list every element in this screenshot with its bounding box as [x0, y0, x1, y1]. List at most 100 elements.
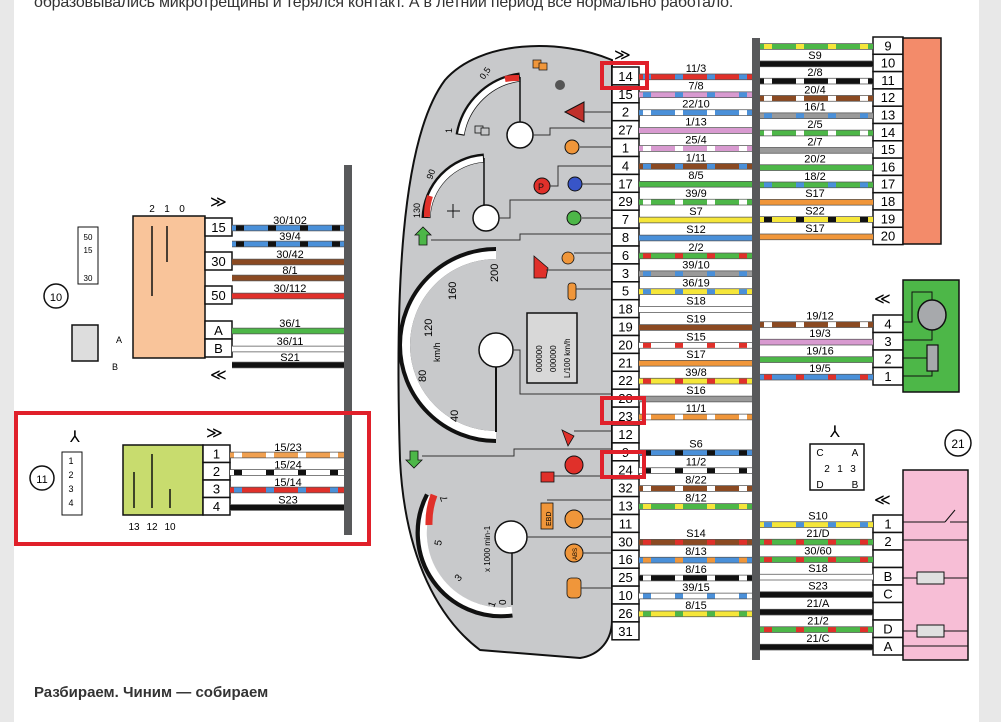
c21-wire-label: 21/A	[807, 598, 830, 610]
c21-wire-label: 21/C	[806, 633, 829, 645]
cluster-wire-label: S15	[686, 331, 706, 343]
switch-id: 11	[36, 474, 47, 486]
cluster-wire-label: 8/16	[685, 564, 706, 576]
cluster-wire-label: 8/12	[685, 492, 706, 504]
cluster-pin-label: 13	[618, 499, 632, 514]
cluster-wire-label: 7/8	[688, 81, 703, 93]
right-wire-label: S17	[805, 188, 825, 200]
speed-tick-label: 40	[449, 410, 461, 422]
brake-warning-icon	[564, 455, 584, 475]
coolant-temp-icon	[447, 204, 460, 218]
ignition-wire-label: 36/1	[279, 318, 300, 330]
switch-wire-label: 15/23	[274, 442, 302, 454]
right-wire-label: S22	[805, 206, 825, 218]
ignition-pin-label: A	[214, 323, 223, 338]
ignition-wire-label: 30/112	[274, 283, 307, 295]
switch-pin-label: 1	[213, 447, 220, 462]
abs-label: ABS	[573, 548, 579, 560]
cluster-pin-label: 21	[618, 355, 632, 370]
turn-left-icon	[414, 226, 432, 246]
plug-pin-label: 1	[837, 464, 843, 475]
cluster-pin-box	[611, 621, 640, 641]
c21-wire-label: 21/2	[807, 616, 828, 628]
tach-tick-label: 3	[453, 572, 465, 584]
ignition-position-label: 1	[164, 204, 170, 215]
cluster-wire-label: 1/11	[686, 152, 707, 164]
switch-id-circle	[29, 465, 55, 491]
cluster-pin-label: 26	[618, 606, 632, 621]
cluster-pin-label: 10	[618, 588, 632, 603]
cluster-pin-label: 15	[618, 87, 632, 102]
temp-tick-label: 130	[412, 203, 422, 218]
cluster-pin-label: 16	[618, 552, 632, 567]
cluster-pin-label: 12	[618, 427, 632, 442]
ignition-plug-pin: 50	[84, 233, 93, 242]
motor-pin-label: 4	[884, 317, 891, 332]
cluster-pin-label: 17	[618, 176, 632, 191]
speed-tick-label: 80	[417, 370, 429, 382]
c21-wire-label: 30/60	[804, 546, 832, 558]
cluster-pin-label: 18	[618, 302, 632, 317]
high-beam-icon	[567, 176, 583, 192]
right-wire-label: S9	[808, 50, 821, 62]
fuse-icon	[916, 624, 945, 638]
highlight-pin-14	[600, 61, 649, 90]
right-pin-label: 13	[881, 108, 895, 123]
tachometer: 0 1 3 5 7 x 1000 min-1	[415, 493, 528, 619]
fuse-icon	[916, 571, 945, 585]
connector-arrow-icon: ⅄	[829, 424, 840, 441]
ignition-wire-label: S21	[280, 352, 300, 364]
ignition-position-label: 2	[149, 204, 155, 215]
c21-pin-label: 2	[884, 534, 891, 549]
c21-pin-label: C	[883, 587, 892, 602]
connector-21: 1S10221/D30/60BS18CS2321/AD21/2A21/C≪21C…	[760, 424, 972, 656]
motor-pin-label: 2	[884, 352, 891, 367]
cluster-pin-label: 27	[618, 123, 632, 138]
cluster-wire-label: S12	[686, 224, 706, 236]
ignition-id: 10	[50, 292, 62, 304]
cluster-pin-label: 5	[622, 284, 629, 299]
motor-wire-label: 19/12	[806, 311, 834, 323]
c21-wire-label: 21/D	[806, 528, 829, 540]
odometer-display: 000000 000000 L/100 km/h	[526, 312, 578, 384]
highlight-pin-23	[600, 396, 646, 425]
switch-position-label: 12	[146, 522, 158, 533]
plug-outline	[809, 443, 865, 491]
right-wire-label: 20/4	[804, 84, 825, 96]
connector-arrow-icon: ≫	[210, 194, 227, 211]
connector-arrow-icon: ≫	[206, 425, 223, 442]
cluster-pin-label: 20	[618, 337, 632, 352]
cluster-pin-label: 6	[622, 248, 629, 263]
switch-plug-pin: 1	[68, 456, 73, 466]
connector-arrow-icon: ≫	[614, 47, 631, 64]
switch-pin-label: 4	[213, 499, 220, 514]
c21-pin-label: 1	[884, 517, 891, 532]
motor-wire-label: 19/3	[809, 328, 830, 340]
cluster-internal-lines	[422, 111, 612, 589]
switch-plug	[61, 451, 83, 516]
ignition-pin-label: B	[214, 341, 223, 356]
speedometer: 200 160 120 80 40 km/h	[398, 247, 514, 443]
c21-pin-label: D	[883, 622, 892, 637]
ignition-wire-label: 30/42	[276, 249, 304, 261]
highlight-light-switch	[14, 411, 371, 546]
right-top-connector: 910S9112/81220/41316/1142/5152/71620/217…	[760, 36, 904, 246]
switch-pin-label: 3	[213, 482, 220, 497]
right-wire-label: S17	[805, 223, 825, 235]
coil-plug	[71, 324, 99, 362]
cluster-pin-label: 19	[618, 320, 632, 335]
fuel-reserve-icon	[532, 59, 548, 71]
lcd-line-2: 000000	[549, 345, 558, 372]
tach-tick-label: 7	[438, 493, 450, 502]
c21-pin-label: A	[884, 639, 893, 654]
seatbelt-icon	[561, 429, 575, 447]
switch-pin-label: 2	[213, 464, 220, 479]
c21-wire-label: S23	[808, 581, 828, 593]
right-pin-label: 15	[881, 142, 895, 157]
right-wire-label: 2/7	[807, 136, 822, 148]
right-wire-label: 16/1	[804, 102, 825, 114]
speed-tick-label: 160	[447, 282, 459, 300]
ignition-plug-pin: 30	[84, 274, 93, 283]
ignition-wire-label: 8/1	[282, 265, 297, 277]
